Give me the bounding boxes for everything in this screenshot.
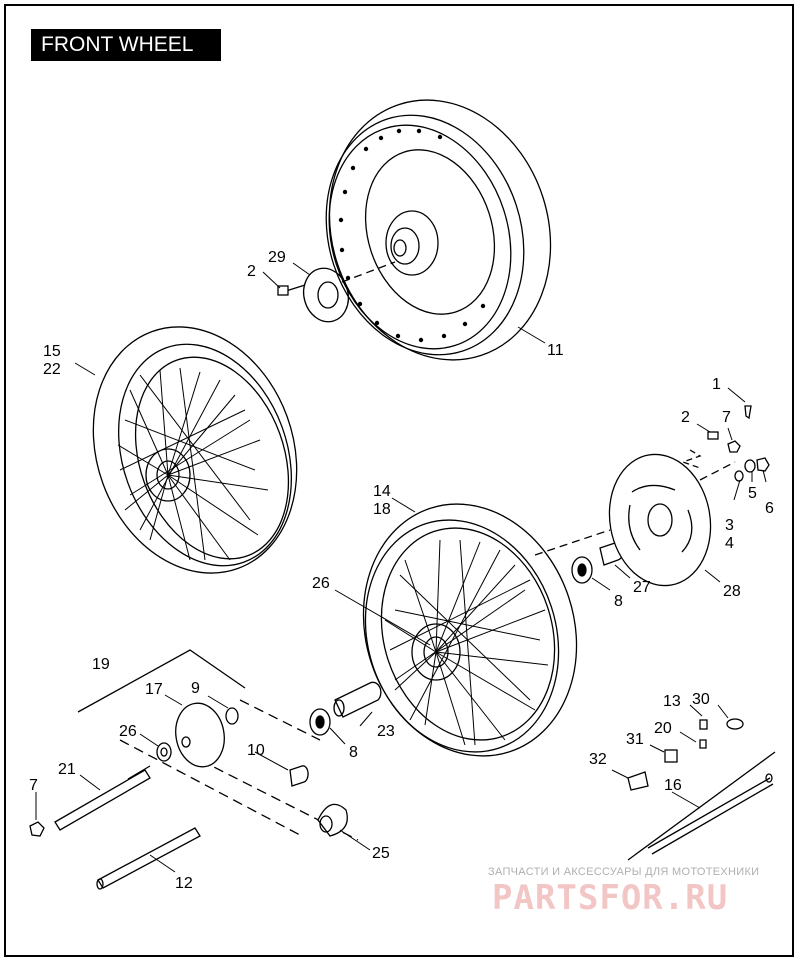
callout-4: 4	[725, 535, 734, 552]
callout-32: 32	[589, 751, 607, 768]
rim-rivet-holes	[338, 128, 486, 343]
watermark-logo: PARTSFOR.RU	[492, 878, 729, 918]
callout-31: 31	[626, 731, 644, 748]
callout-8-left: 8	[349, 744, 358, 761]
callout-labels: 2 29 11 15 22 1 2 7 3 4 5 6 14 18 26 8 2…	[29, 249, 774, 892]
diagram-title: FRONT WHEEL	[31, 29, 221, 61]
wheel-bearing-left	[309, 708, 331, 736]
callout-1: 1	[712, 376, 721, 393]
cone-spacer-25	[317, 803, 348, 837]
speedometer-cable	[627, 751, 776, 861]
callout-26-center: 26	[312, 575, 330, 592]
callout-9: 9	[191, 680, 200, 697]
callout-20: 20	[654, 720, 672, 737]
callout-23: 23	[377, 723, 395, 740]
callout-8-right: 8	[614, 593, 623, 610]
callout-22: 22	[43, 361, 61, 378]
callout-2-right: 2	[681, 409, 690, 426]
callout-17: 17	[145, 681, 163, 698]
cast-disc-wheel	[325, 99, 552, 361]
axle-21	[54, 765, 151, 831]
page-frame	[4, 4, 794, 957]
callout-14: 14	[373, 483, 391, 500]
axle-12	[96, 827, 201, 890]
callout-19: 19	[92, 656, 110, 673]
callout-16: 16	[664, 777, 682, 794]
callout-7-left: 7	[29, 777, 38, 794]
callout-12: 12	[175, 875, 193, 892]
callout-15: 15	[43, 343, 61, 360]
axle-nut-7	[29, 821, 45, 837]
callout-7-right: 7	[722, 409, 731, 426]
callout-10: 10	[247, 742, 265, 759]
wheel-bearing-right	[571, 556, 593, 584]
callout-27: 27	[633, 579, 651, 596]
axle-nut-26	[156, 742, 172, 762]
callout-6: 6	[765, 500, 774, 517]
callout-2-top: 2	[247, 263, 256, 280]
valve-stem-parts	[627, 718, 744, 791]
brake-rotor	[608, 453, 712, 587]
spoked-wheel-left	[92, 326, 298, 574]
callout-18: 18	[373, 501, 391, 518]
callout-25: 25	[372, 845, 390, 862]
spoked-wheel-center	[362, 503, 578, 757]
callout-26-left: 26	[119, 723, 137, 740]
watermark-subtitle: ЗАПЧАСТИ И АКСЕССУАРЫ ДЛЯ МОТОТЕХНИКИ	[488, 866, 760, 878]
callout-21: 21	[58, 761, 76, 778]
callout-3: 3	[725, 517, 734, 534]
callout-13: 13	[663, 693, 681, 710]
axle-spacer-10	[289, 765, 309, 787]
callout-28: 28	[723, 583, 741, 600]
hub-cover	[175, 702, 225, 768]
hub-spacer	[333, 681, 382, 718]
rotor-hardware	[681, 405, 770, 482]
callout-5: 5	[748, 485, 757, 502]
leader-lines	[35, 262, 767, 873]
callout-30: 30	[692, 691, 710, 708]
callout-11: 11	[547, 342, 564, 359]
retaining-ring	[225, 707, 239, 725]
mounting-plate	[277, 261, 396, 323]
callout-29: 29	[268, 249, 286, 266]
